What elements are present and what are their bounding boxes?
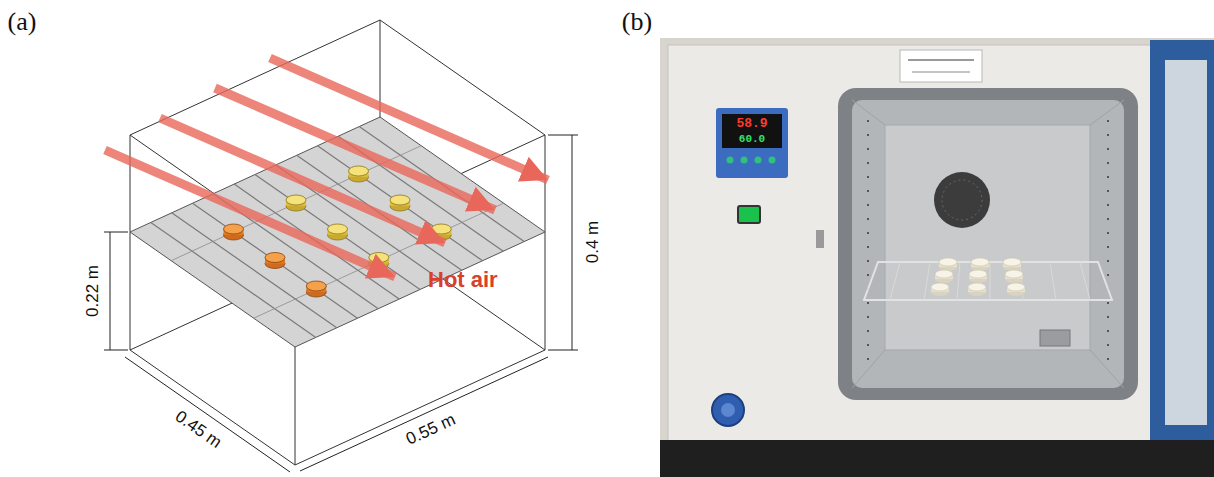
- sample-cylinder: [224, 224, 244, 240]
- dimension-label: 0.55 m: [403, 411, 458, 450]
- shelf-wire: [890, 262, 900, 300]
- sample-cylinder: [328, 224, 348, 240]
- photo-sample: [939, 258, 957, 271]
- airflow-arrow: [270, 58, 548, 180]
- interior-back-wall: [885, 125, 1090, 350]
- panel-button: [727, 157, 734, 164]
- box-edge: [130, 135, 131, 350]
- panel-label: (a): [8, 8, 37, 37]
- tray-slat: [318, 146, 483, 261]
- vent-knob-center: [721, 403, 735, 417]
- box-edge: [130, 350, 295, 465]
- power-switch: [738, 206, 760, 223]
- photo-sample: [935, 270, 953, 283]
- oven-body: [668, 45, 1158, 443]
- dimension-line: [572, 135, 573, 350]
- dimension-line: [300, 357, 548, 471]
- dimension-label: 0.22 m: [84, 265, 103, 317]
- oven-interior: [852, 100, 1124, 388]
- shelf-wires: [890, 262, 1090, 300]
- sample-cylinder: [286, 195, 306, 211]
- vent-grid: [1040, 330, 1070, 346]
- dimension-tick: [104, 232, 128, 233]
- vent-knob: [712, 394, 744, 426]
- oven-door: [1150, 40, 1214, 440]
- interior-corner: [852, 350, 885, 388]
- tray-slats: [151, 127, 524, 338]
- temperature-display: [722, 114, 782, 148]
- box-edge: [295, 350, 545, 465]
- nameplate-line: [908, 59, 974, 61]
- dimension-label: 0.45 m: [171, 407, 224, 452]
- dimension-line: [110, 232, 111, 350]
- tray-slat: [151, 222, 316, 337]
- panel-button: [755, 157, 762, 164]
- lab-bench: [660, 440, 1214, 477]
- sample-cylinder: [265, 253, 285, 269]
- panel-button: [741, 157, 748, 164]
- photo-sample: [968, 283, 986, 296]
- rail-slots: [867, 120, 869, 370]
- box-edge: [545, 135, 546, 350]
- dimension-line: [125, 357, 290, 472]
- dimension-lines: [104, 135, 578, 472]
- photo-sample: [969, 270, 987, 283]
- nameplate: [900, 50, 982, 82]
- hot-air-arrows: [105, 58, 548, 277]
- fan-grille: [934, 172, 990, 228]
- nameplate-line: [912, 71, 970, 73]
- photo-sample: [1005, 270, 1023, 283]
- control-panel: [716, 108, 788, 178]
- display-setpoint: 60.0: [739, 133, 765, 145]
- shelf-wire: [924, 262, 930, 300]
- dimension-tick: [548, 135, 578, 136]
- photo-sample: [1003, 258, 1021, 271]
- interior-corner: [1090, 350, 1124, 388]
- tray-crossbar: [254, 203, 504, 318]
- fan-grille-ring: [942, 180, 982, 220]
- shelf-wire: [1050, 262, 1056, 300]
- panel-label: (b): [622, 8, 652, 37]
- photo-sample: [931, 283, 949, 296]
- dimension-tick: [548, 350, 578, 351]
- oven-photo: [660, 38, 1214, 477]
- photo-sample: [1007, 283, 1025, 296]
- photo-background: [660, 38, 1214, 477]
- display-reading: 58.9: [736, 117, 767, 131]
- rail-slots: [1107, 120, 1109, 370]
- tray-crossbars: [171, 146, 504, 319]
- photo-sample: [971, 258, 989, 271]
- shelf-wire: [957, 262, 960, 300]
- airflow-arrow: [105, 150, 395, 277]
- airflow-label: Hot air: [428, 268, 498, 292]
- airflow-arrow: [215, 88, 495, 210]
- sample-cylinder: [306, 281, 326, 297]
- tray-slat: [172, 213, 337, 328]
- dimension-tick: [104, 350, 128, 351]
- door-glass: [1165, 60, 1207, 425]
- sample-cylinder: [349, 166, 369, 182]
- door-latch: [816, 230, 824, 248]
- dimension-label: 0.4 m: [584, 221, 603, 264]
- shelf-wire: [990, 262, 991, 300]
- sample-cylinder: [390, 195, 410, 211]
- panel-button: [769, 157, 776, 164]
- shelf-wire: [1080, 262, 1090, 300]
- airflow-arrow: [160, 118, 445, 243]
- door-gasket: [838, 88, 1138, 400]
